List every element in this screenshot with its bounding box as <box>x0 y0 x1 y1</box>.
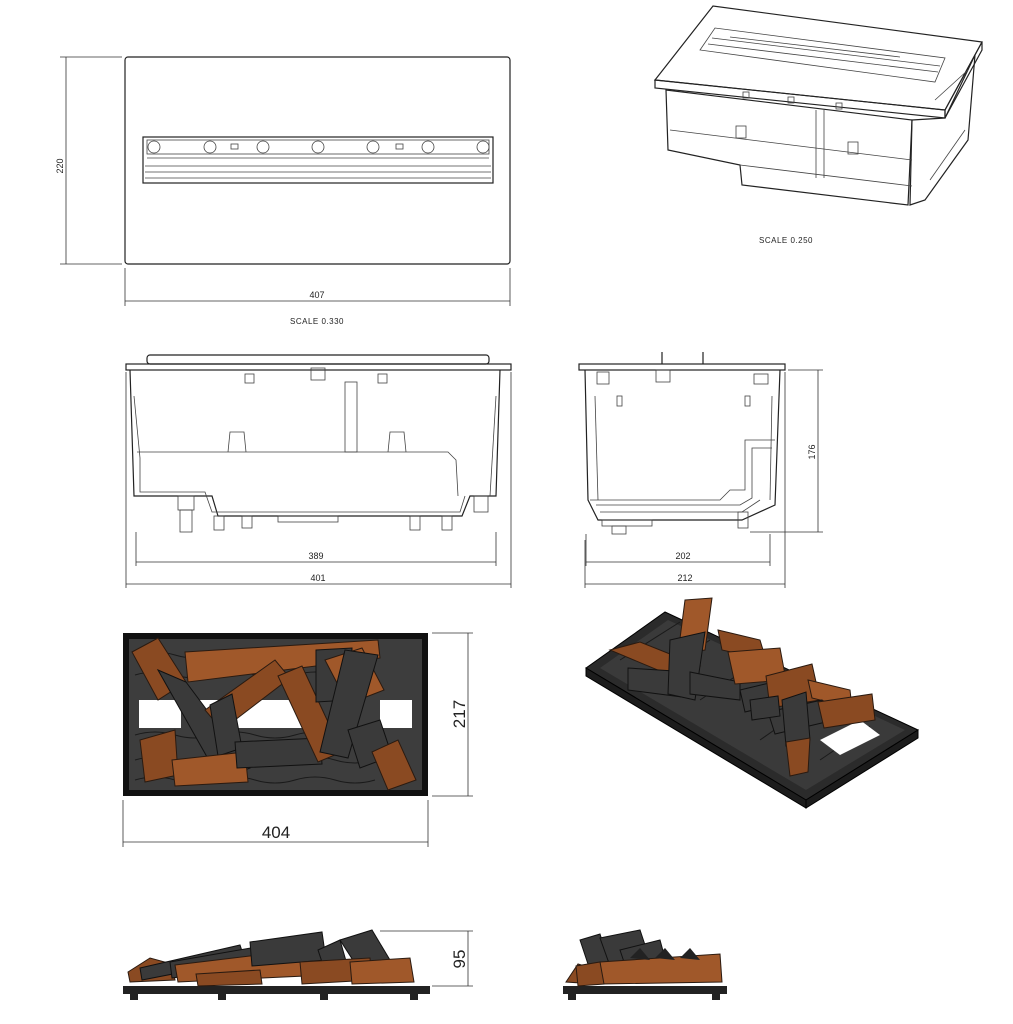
top-plan-height-label: 220 <box>55 158 65 173</box>
isometric-burner-view: SCALE 0.250 <box>653 5 983 245</box>
log-set-side-view <box>563 929 727 1000</box>
log-set-plan-view: 217 404 <box>122 632 473 847</box>
front-outer-width-label: 401 <box>310 573 325 583</box>
front-elevation-view: 389 401 <box>125 354 512 588</box>
top-plan-scale-label: SCALE 0.330 <box>290 317 344 326</box>
top-plan-view: 220 407 SCALE 0.330 <box>55 56 511 326</box>
top-plan-width-label: 407 <box>309 290 324 300</box>
log-plan-width-label: 404 <box>262 823 290 842</box>
log-set-front-view: 95 <box>123 929 473 1000</box>
log-plan-height-label: 217 <box>450 700 469 728</box>
side-inner-width-label: 202 <box>675 551 690 561</box>
side-elevation-view: 202 212 176 <box>578 352 823 588</box>
log-set-isometric-view <box>585 597 920 809</box>
side-outer-width-label: 212 <box>677 573 692 583</box>
side-height-label: 176 <box>807 444 817 459</box>
log-front-height-label: 95 <box>450 950 469 969</box>
iso-burner-scale-label: SCALE 0.250 <box>759 236 813 245</box>
front-inner-width-label: 389 <box>308 551 323 561</box>
